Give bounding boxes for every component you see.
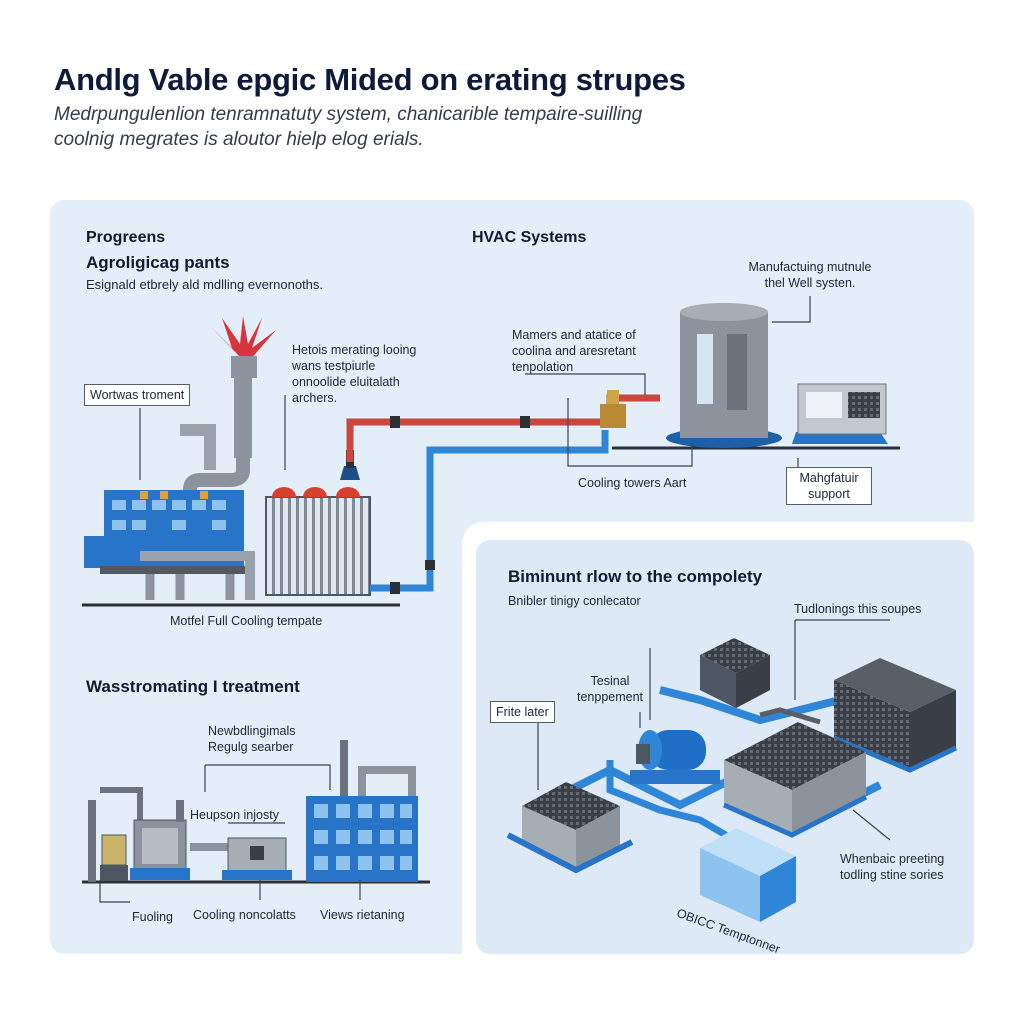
waste-label-2: Cooling noncolatts: [193, 908, 296, 922]
hvac-callout-mid: Mamers and atatice of coolina and aresre…: [512, 328, 636, 374]
hvac-system: [600, 303, 900, 450]
agro-callout-left: Wortwas troment: [84, 384, 191, 406]
page-title: Andlg Vable epgic Mided on erating strup…: [54, 62, 686, 97]
agro-plant: [82, 316, 400, 607]
flow-isometric: [506, 638, 958, 922]
ac-unit-icon: [700, 638, 770, 708]
page-subtitle: Medrpungulenlion tenramnatuty system, ch…: [54, 104, 643, 150]
waste-callout-mid: Heupson injosty: [190, 808, 279, 822]
server-cabinet-icon: [833, 658, 958, 773]
agro-callout-mid: Hetois merating looing wans testpiurle o…: [292, 343, 417, 405]
flow-callout-center: Tesinal tenppement: [576, 674, 644, 704]
agro-description: Esignald etbrely ald mdlling evernonoths…: [86, 277, 324, 292]
container-unit-icon: [700, 828, 796, 922]
filter-bed-icon: [722, 722, 868, 838]
agro-heading-2: Agroligicag pants: [86, 253, 230, 272]
waste-heading: Wasstromating I treatment: [86, 677, 300, 696]
waste-label-1: Fuoling: [132, 910, 173, 924]
agro-caption: Motfel Full Cooling tempate: [170, 614, 323, 628]
hvac-heading: HVAC Systems: [472, 229, 587, 246]
waste-callout-top: Newbdlingimals Regulg searber: [208, 724, 296, 754]
flow-heading: Biminunt rlow to the compolety: [508, 567, 763, 586]
flow-callout-bottom: Whenbaic preeting todling stine sories: [840, 852, 945, 882]
basin-icon: [506, 782, 634, 874]
leader-lines: [99, 296, 891, 903]
red-domes-icon: [272, 487, 360, 497]
hvac-callout-top: Manufactuing mutnule thel Well systen.: [748, 260, 872, 290]
flow-callout-left: Frite later: [490, 701, 555, 723]
tank-icon: [630, 730, 720, 784]
flow-subheading: Bnibler tinigy conlecator: [508, 594, 641, 608]
hvac-callout-support: Mahgfatuir support: [786, 467, 872, 505]
waste-plant: [82, 740, 430, 884]
waste-label-3: Views rietaning: [320, 908, 405, 922]
hvac-caption-towers: Cooling towers Aart: [578, 476, 687, 490]
flare-icon: [210, 316, 276, 378]
flow-callout-right: Tudlonings this soupes: [794, 602, 922, 616]
agro-heading-1: Progreens: [86, 229, 166, 246]
